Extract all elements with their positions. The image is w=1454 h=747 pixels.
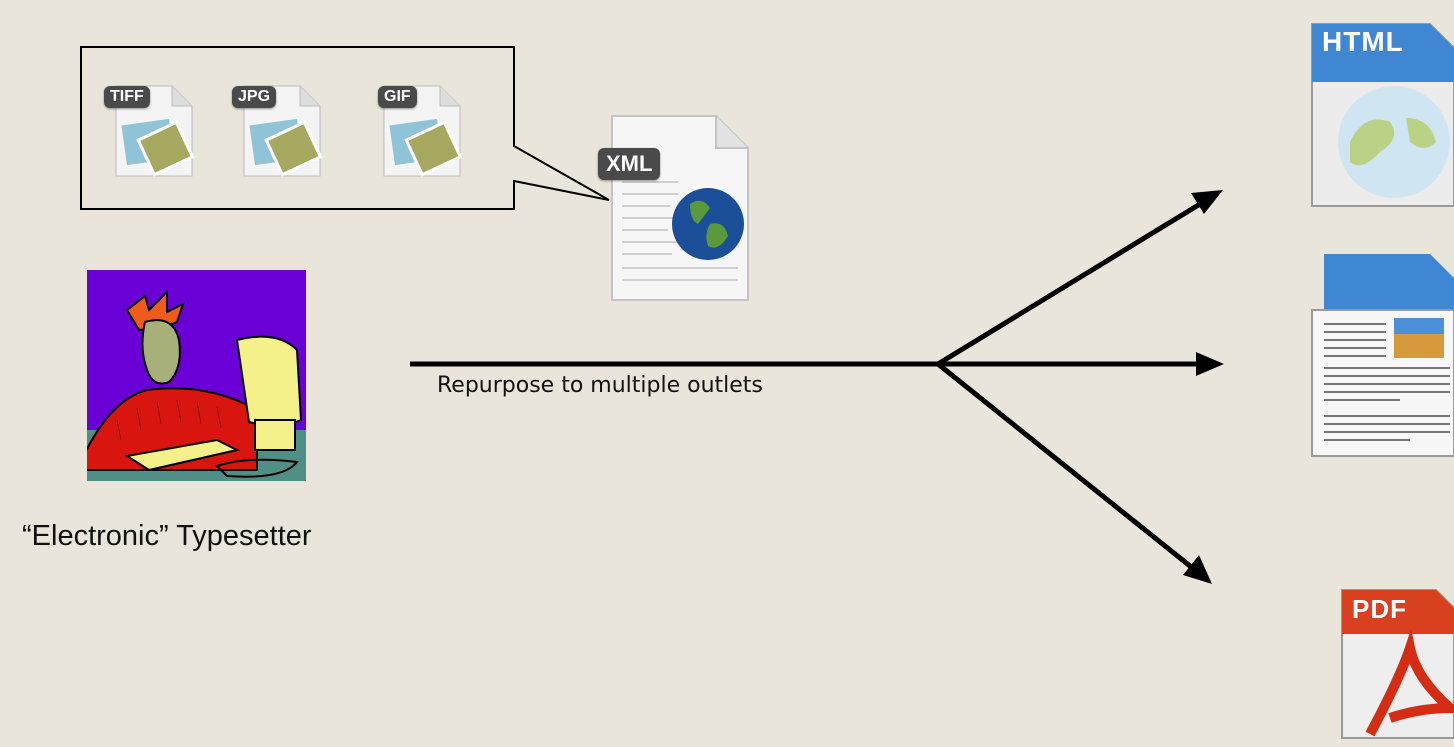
tiff-label: TIFF: [104, 86, 150, 108]
pdf-file-icon: PDF: [1340, 588, 1454, 740]
arrow-head-top: [1191, 190, 1223, 214]
arrow-caption: Repurpose to multiple outlets: [437, 373, 763, 398]
xml-label: XML: [598, 148, 661, 180]
word-document-icon: [1310, 252, 1454, 458]
arrow-to-pdf: [936, 362, 1197, 572]
pdf-label: PDF: [1352, 594, 1407, 624]
arrow-head-middle: [1196, 352, 1224, 376]
jpg-label: JPG: [232, 86, 277, 108]
html-file-icon: HTML: [1310, 22, 1454, 208]
html-label: HTML: [1322, 26, 1404, 57]
tiff-image-icon: TIFF: [104, 82, 195, 177]
arrow-to-html: [936, 198, 1207, 367]
typesetter-clipart: [87, 270, 306, 481]
gif-image-icon: GIF: [372, 82, 463, 177]
xml-document-icon: XML: [598, 112, 758, 302]
callout-box: [80, 46, 610, 210]
gif-label: GIF: [378, 86, 417, 108]
jpg-image-icon: JPG: [232, 82, 323, 177]
arrow-head-bottom: [1183, 555, 1212, 584]
typesetter-caption: “Electronic” Typesetter: [22, 520, 312, 552]
